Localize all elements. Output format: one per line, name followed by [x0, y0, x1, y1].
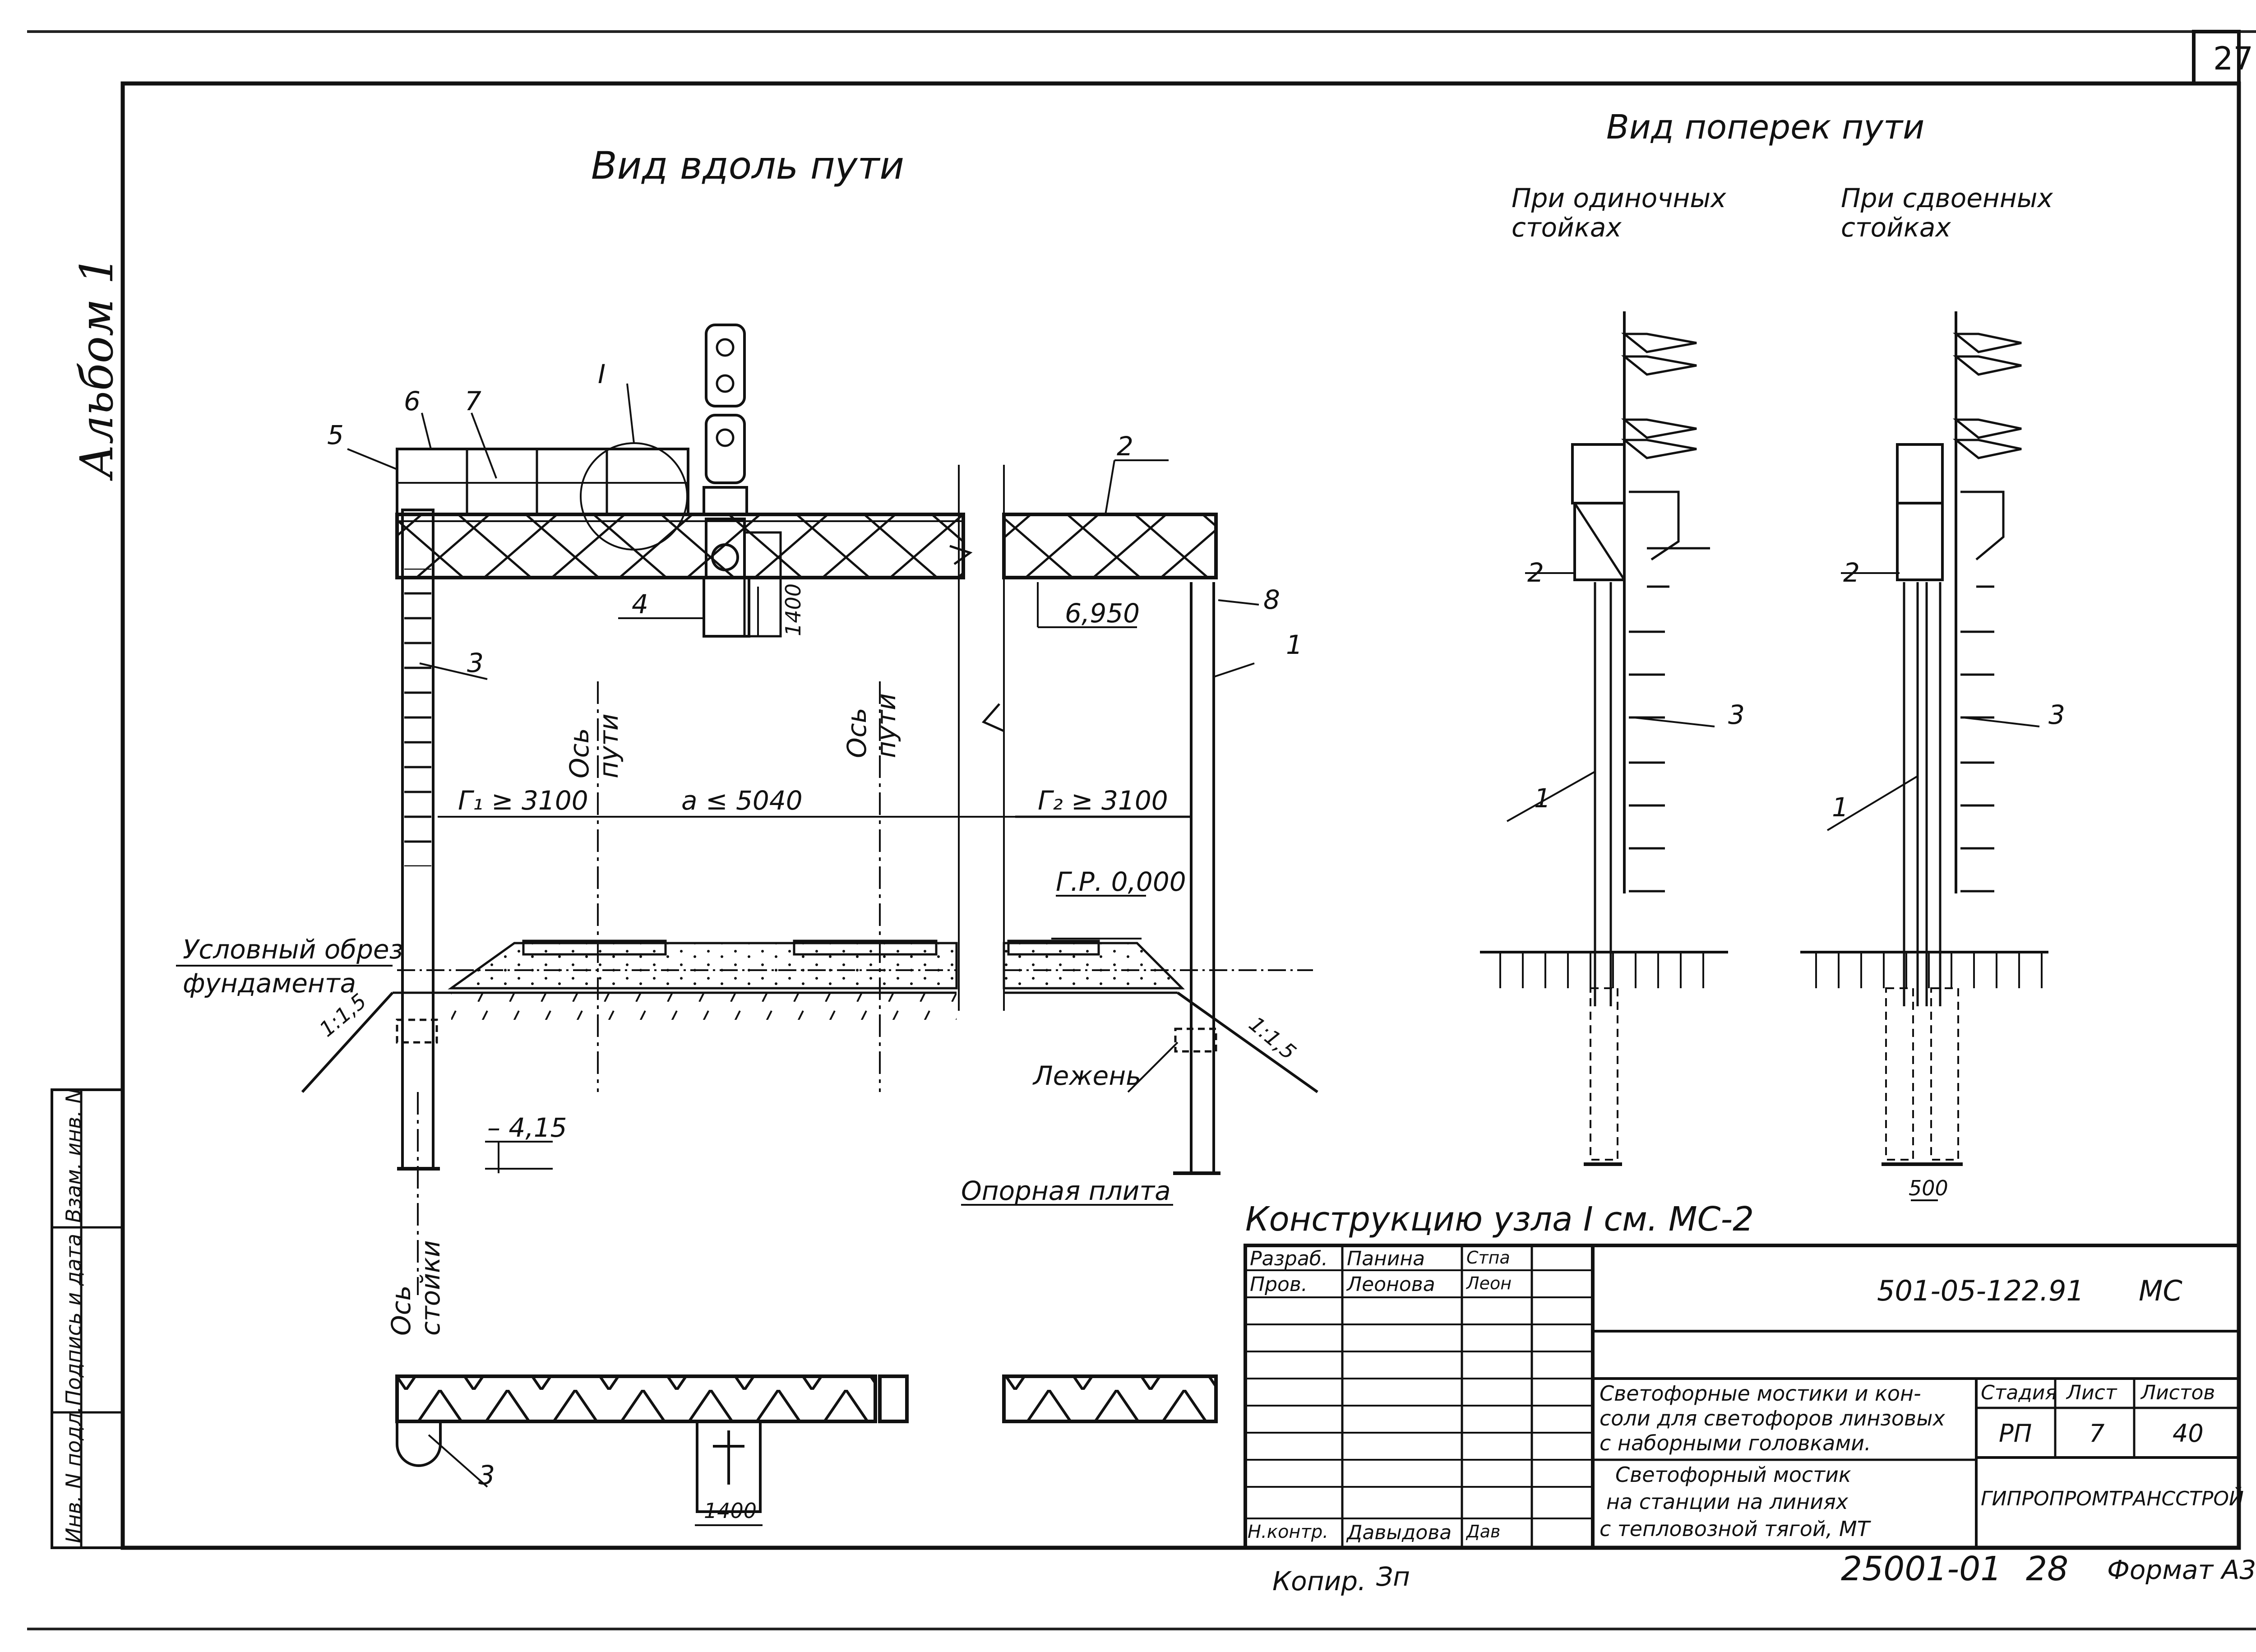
callout-8: 8: [1263, 584, 1280, 615]
side-stamp-replace: Взам. инв. N: [61, 1088, 86, 1223]
title-sheet-1: Светофорный мостик: [1615, 1462, 1851, 1487]
footer-page: 28: [2026, 1550, 2069, 1588]
title-sheet-2: на станции на линиях: [1606, 1490, 1849, 1514]
foundation-cut-2: фундамента: [183, 968, 356, 999]
view-across-title: Вид поперек пути: [1606, 108, 1925, 147]
track-axis-1b: пути: [593, 713, 624, 778]
footer-copy: Копир.: [1272, 1566, 1366, 1596]
across-double-callout-2: 2: [1843, 557, 1860, 588]
truss-left: [395, 513, 965, 579]
signal-head: [703, 324, 782, 638]
across-view-single: [1480, 311, 1728, 1166]
foundation-cut-1: Условный обрез: [183, 934, 403, 965]
title-sheet-3: с тепловозной тягой, МТ: [1600, 1517, 1870, 1541]
across-view-double: [1800, 311, 2048, 1201]
sheet-frame: [120, 81, 2241, 1550]
across-single-callout-2: 2: [1527, 557, 1544, 588]
sheet-number-box: [2192, 30, 2241, 85]
callout-3: 3: [467, 648, 484, 678]
plan-view-truss: [395, 1374, 1218, 1526]
mast-ladder: [404, 569, 431, 866]
title-main-2: соли для светофоров линзовых: [1600, 1406, 1945, 1430]
sheet-header: Лист: [2066, 1381, 2117, 1404]
callout-6: 6: [404, 386, 421, 416]
side-stamp: [51, 1088, 124, 1549]
album-label: Альбом 1: [70, 255, 123, 478]
truss-right: [1002, 513, 1218, 579]
post-axis-a: Ось: [386, 1285, 416, 1336]
dim-gauge-left: Г₁ ≥ 3100: [458, 785, 588, 816]
callout-2: 2: [1117, 431, 1133, 462]
title-main-1: Светофорные мостики и кон-: [1600, 1381, 1921, 1406]
title-main-3: с наборными головками.: [1600, 1431, 1871, 1455]
name-norm-control: Давыдова: [1347, 1521, 1452, 1544]
node-note: Конструкцию узла I см. МС-2: [1245, 1200, 1754, 1239]
double-posts-title-1: При сдвоенных: [1841, 183, 2053, 213]
single-posts-title-1: При одиночных: [1512, 183, 1726, 213]
footer-inventory: 25001-01: [1841, 1550, 2002, 1588]
role-developer: Разраб.: [1250, 1247, 1328, 1270]
stage-header: Стадия: [1981, 1381, 2057, 1404]
title-block: [1244, 1244, 2241, 1550]
role-norm-control: Н.контр.: [1248, 1522, 1328, 1542]
along-track-view: [176, 324, 1318, 1526]
sheets-header: Листов: [2141, 1381, 2215, 1404]
doc-code: 501-05-122.91: [1877, 1274, 2084, 1307]
dim-rail-level: Г.Р. 0,000: [1056, 866, 1186, 897]
sleeper-label: Лежень: [1033, 1060, 1142, 1091]
sheets-value: 40: [2173, 1419, 2204, 1448]
dim-gauge-right: Г₂ ≥ 3100: [1038, 785, 1168, 816]
double-posts-title-2: стойках: [1841, 212, 1951, 243]
dim-spacing-500: 500: [1909, 1176, 1948, 1200]
plan-callout-3: 3: [478, 1460, 495, 1490]
across-single-callout-3: 3: [1728, 699, 1745, 730]
role-checker: Пров.: [1250, 1273, 1308, 1296]
dim-height: 6,950: [1065, 598, 1140, 629]
sign-developer: Стпа: [1466, 1248, 1510, 1268]
dim-bracket-1400: 1400: [781, 583, 805, 636]
doc-mark: МС: [2139, 1274, 2182, 1307]
across-double-callout-3: 3: [2048, 699, 2065, 730]
across-double-callout-1: 1: [1832, 792, 1849, 823]
stage-value: РП: [1999, 1419, 2032, 1448]
callout-7: 7: [465, 386, 481, 416]
callout-I: I: [598, 359, 606, 389]
sleeper-left: [522, 939, 667, 956]
dim-depth: – 4,15: [487, 1112, 567, 1143]
sign-checker: Леон: [1466, 1273, 1512, 1293]
view-along-title: Вид вдоль пути: [591, 143, 905, 188]
dim-track-spacing: a ≤ 5040: [681, 785, 803, 816]
single-posts-title-2: стойках: [1512, 212, 1622, 243]
post-axis-b: стойки: [415, 1240, 446, 1336]
organization: ГИПРОПРОМТРАНССТРОЙ: [1981, 1487, 2244, 1510]
sheet-number: 27: [2213, 40, 2254, 77]
sheet-value: 7: [2089, 1419, 2105, 1448]
sign-norm-control: Дав: [1466, 1522, 1501, 1541]
callout-5: 5: [327, 420, 344, 450]
callout-1: 1: [1286, 629, 1303, 660]
footer-format: Формат А3: [2107, 1555, 2256, 1585]
dim-bottom-1400: 1400: [704, 1499, 757, 1523]
callout-4: 4: [632, 589, 648, 620]
name-checker: Леонова: [1347, 1273, 1435, 1296]
name-developer: Панина: [1347, 1247, 1425, 1270]
side-stamp-sign: Подпись и дата: [61, 1233, 86, 1406]
side-stamp-inv: Инв. N подл.: [61, 1406, 86, 1543]
base-plate-label: Опорная плита: [961, 1175, 1171, 1206]
walkway-box: [396, 448, 689, 516]
track-axis-1a: Ось: [564, 728, 595, 778]
across-single-callout-1: 1: [1534, 783, 1551, 814]
footer-copy-sign: Зп: [1376, 1561, 1410, 1592]
track-axis-2a: Ось: [841, 708, 872, 758]
track-axis-2b: пути: [871, 693, 901, 758]
